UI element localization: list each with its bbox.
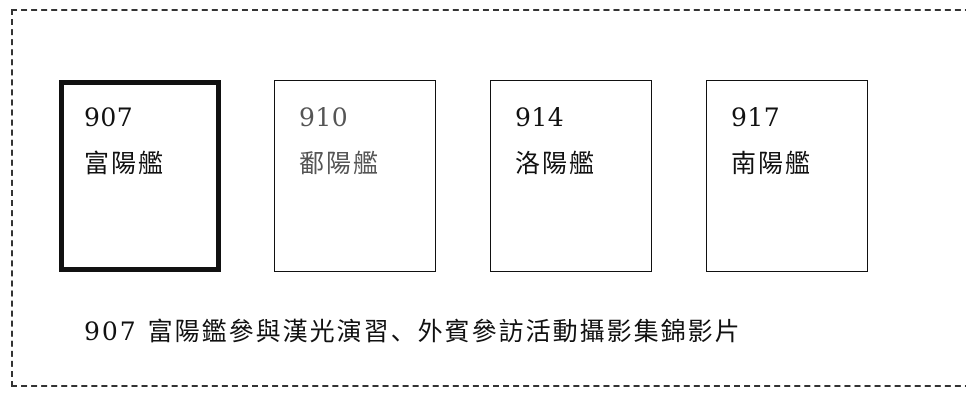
ship-name: 富陽艦 [84, 149, 166, 178]
ship-card-917[interactable]: 917 南陽艦 [706, 80, 868, 272]
ship-name: 洛陽艦 [515, 149, 597, 178]
ship-number: 910 [299, 103, 349, 132]
ship-number: 917 [731, 103, 781, 132]
video-caption: 907 富陽鑑參與漢光演習、外賓參訪活動攝影集錦影片 [84, 317, 742, 346]
ship-number: 914 [515, 103, 565, 132]
ship-card-910[interactable]: 910 鄱陽艦 [274, 80, 436, 272]
ship-card-907[interactable]: 907 富陽艦 [59, 80, 221, 272]
ship-name: 鄱陽艦 [299, 149, 381, 178]
ship-name: 南陽艦 [731, 149, 813, 178]
ship-card-914[interactable]: 914 洛陽艦 [490, 80, 652, 272]
dashed-frame [11, 9, 966, 387]
ship-number: 907 [84, 103, 134, 132]
